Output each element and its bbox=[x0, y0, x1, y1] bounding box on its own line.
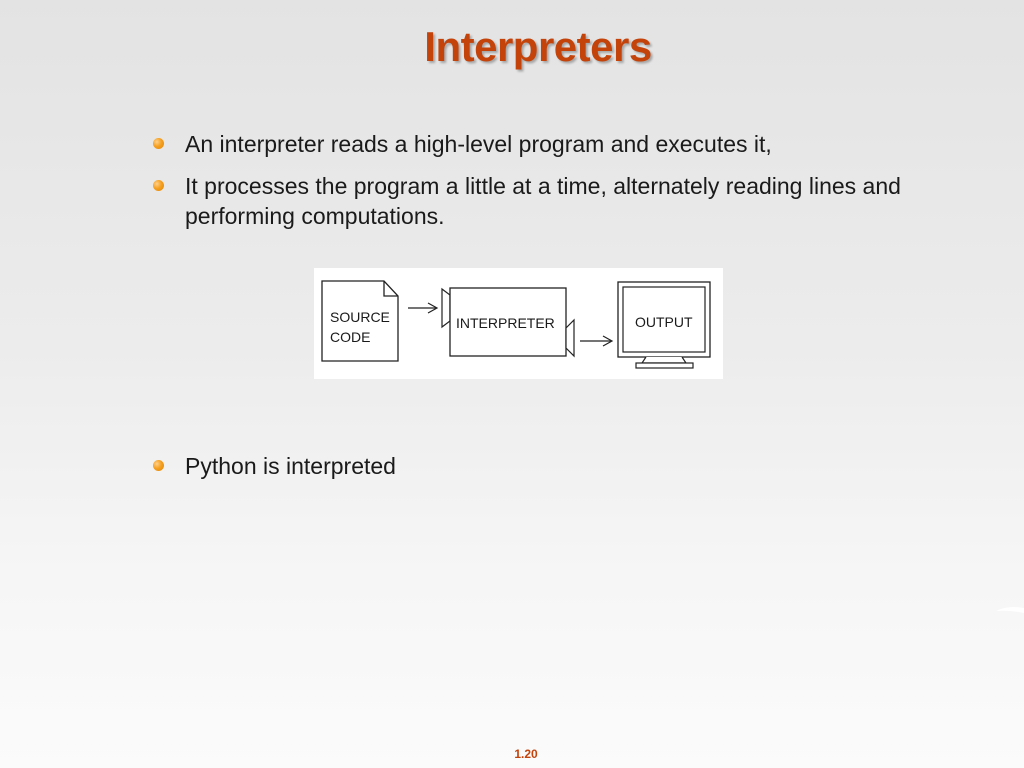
bullet-item: It processes the program a little at a t… bbox=[153, 171, 955, 231]
arrow-right-icon bbox=[580, 335, 614, 347]
source-code-label-line2: CODE bbox=[330, 329, 370, 345]
bullet-dot-icon bbox=[153, 460, 164, 471]
decorative-swoosh-icon bbox=[996, 607, 1024, 613]
interpreter-diagram: SOURCE CODE INTERPRETER OUTPUT bbox=[314, 268, 723, 379]
output-label: OUTPUT bbox=[635, 314, 693, 330]
bullet-text: An interpreter reads a high-level progra… bbox=[185, 131, 772, 157]
interpreter-box bbox=[449, 287, 567, 357]
bullet-dot-icon bbox=[153, 180, 164, 191]
bullet-text: Python is interpreted bbox=[185, 453, 396, 479]
input-funnel-icon bbox=[441, 287, 451, 329]
interpreter-label: INTERPRETER bbox=[456, 315, 555, 331]
bullet-item: Python is interpreted bbox=[153, 451, 955, 481]
arrow-right-icon bbox=[408, 302, 439, 314]
source-code-document-icon bbox=[321, 280, 399, 362]
slide-title: Interpreters bbox=[424, 23, 652, 70]
page-number: 1.20 bbox=[514, 747, 538, 761]
bullet-text: It processes the program a little at a t… bbox=[185, 173, 901, 229]
interpreter-diagram-svg: SOURCE CODE INTERPRETER OUTPUT bbox=[321, 280, 711, 369]
bullet-item: An interpreter reads a high-level progra… bbox=[153, 129, 955, 159]
monitor-icon bbox=[617, 281, 711, 369]
source-code-label-line1: SOURCE bbox=[330, 309, 390, 325]
output-funnel-icon bbox=[565, 318, 575, 358]
bullet-dot-icon bbox=[153, 138, 164, 149]
